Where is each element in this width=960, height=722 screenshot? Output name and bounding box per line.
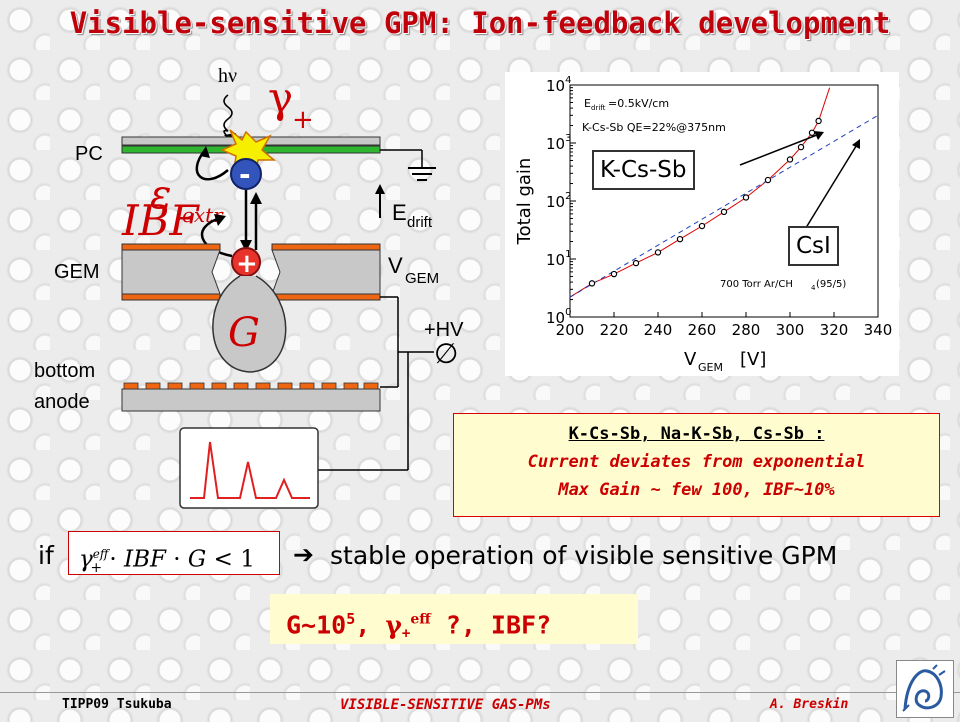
gem-foil-left: [121, 243, 221, 301]
svg-text:4: 4: [811, 284, 816, 292]
gain-symbol: G: [228, 310, 260, 356]
anode-plate: [121, 388, 381, 412]
edrift-sub: drift: [407, 214, 433, 231]
data-point: [815, 117, 822, 125]
svg-text:E: E: [584, 97, 591, 110]
data-point: [632, 259, 640, 267]
x-tick-label: 220: [600, 321, 629, 339]
anode-label-line1: bottom: [34, 360, 95, 382]
photon-label: hν: [218, 65, 237, 87]
svg-text:drift: drift: [591, 104, 606, 112]
condition-if-label: if: [38, 541, 54, 570]
x-tick-label: 340: [864, 321, 893, 339]
x-tick-label: 240: [644, 321, 673, 339]
data-point: [742, 194, 750, 201]
result-box: G~105, γ+eff ?, IBF?: [270, 594, 638, 644]
y-tick-label: 100: [546, 307, 571, 327]
ion-symbol: +: [236, 249, 258, 279]
annotation-edrift: E drift =0.5kV/cm: [584, 97, 669, 112]
vgem-label: V: [388, 253, 403, 278]
y-axis-ticks: 100 101 102 103 104: [546, 75, 576, 327]
gem-foil-right: [271, 243, 381, 301]
x-tick-label: 320: [820, 321, 849, 339]
callout-pointer-kcssb: [739, 132, 823, 166]
callout-pointer-csi: [803, 142, 859, 232]
footer-topic: VISIBLE-SENSITIVE GAS-PMs: [340, 697, 551, 713]
footer-divider: [0, 692, 960, 693]
data-point: [654, 249, 662, 256]
avalanche-drop: [212, 275, 287, 373]
slide-title: Visible-sensitive GPM: Ion-feedback deve…: [69, 6, 891, 40]
series-csi-fit-line: [569, 114, 879, 298]
hv-terminal-symbol: ∅: [434, 337, 458, 370]
backscatter-arrow: [195, 149, 229, 181]
hv-label: +HV: [424, 319, 464, 341]
svg-text:V: V: [684, 349, 697, 370]
vgem-sub: GEM: [405, 270, 439, 287]
annotation-qe: K-Cs-Sb QE=22%@375nm: [582, 121, 726, 134]
epsilon-symbol: ε: [150, 172, 171, 218]
gpm-schematic: hν γ + PC - ε extr IBF E drift GEM +: [34, 65, 464, 509]
stability-conclusion: stable operation of visible sensitive GP…: [330, 541, 838, 570]
y-tick-label: 103: [546, 133, 571, 153]
info-line-1: K-Cs-Sb, Na-K-Sb, Cs-Sb :: [568, 424, 825, 444]
electron-ball: [230, 158, 262, 190]
data-point: [676, 235, 684, 243]
photocathode-info-box: K-Cs-Sb, Na-K-Sb, Cs-Sb : Current deviat…: [453, 413, 940, 517]
anode-pads: [123, 382, 379, 390]
stability-formula: γeff+ · IBF · G < 1: [68, 531, 280, 576]
data-point: [764, 176, 772, 184]
svg-text:700 Torr Ar/CH: 700 Torr Ar/CH: [720, 279, 793, 290]
svg-text:[V]: [V]: [740, 349, 766, 370]
svg-text:(95/5): (95/5): [816, 279, 846, 290]
callout-csi: CsI: [788, 226, 839, 266]
data-point: [808, 129, 816, 136]
pc-label: PC: [75, 143, 103, 165]
gain-vs-vgem-chart: 200 220 240 260 280 300 320 340 100 101 102 103 104…: [514, 75, 893, 374]
x-axis-label: V GEM [V]: [684, 349, 766, 374]
x-tick-label: 300: [776, 321, 805, 339]
callout-kcssb: K-Cs-Sb: [592, 150, 695, 190]
gamma-plus-symbol: γ: [268, 73, 293, 122]
data-point: [786, 156, 794, 163]
x-tick-label: 260: [688, 321, 717, 339]
institute-logo: [896, 660, 954, 718]
data-point: [797, 143, 805, 151]
svg-text:GEM: GEM: [698, 361, 723, 374]
y-tick-label: 102: [546, 191, 571, 211]
y-axis-label: Total gain: [514, 158, 535, 246]
data-point: [588, 280, 596, 287]
implies-arrow-icon: ➔: [293, 541, 314, 569]
edrift-label: E: [392, 200, 407, 225]
gain-plot-panel: 200 220 240 260 280 300 320 340 100 101 102 103 104…: [505, 72, 899, 376]
series-kcssb-points: [588, 117, 822, 287]
x-axis-ticks: 200 220 240 260 280 300 320 340: [556, 312, 893, 339]
electron-symbol: -: [239, 158, 251, 191]
info-line-3: Max Gain ~ few 100, IBF~10%: [558, 480, 835, 500]
data-point: [610, 270, 618, 278]
x-tick-label: 200: [556, 321, 585, 339]
footer-conference: TIPP09 Tsukuba: [62, 697, 172, 712]
footer-author: A. Breskin: [770, 697, 849, 712]
photon-wave: [223, 94, 233, 138]
y-tick-label: 101: [546, 249, 571, 269]
anode-label-line2: anode: [34, 391, 90, 413]
data-point: [698, 222, 706, 230]
svg-text:=0.5kV/cm: =0.5kV/cm: [608, 97, 669, 110]
gem-label: GEM: [54, 261, 100, 283]
ion-feedback-arrow: [200, 216, 233, 258]
annotation-gas: 700 Torr Ar/CH 4 (95/5): [720, 279, 846, 292]
ibf-label: IBF: [121, 196, 200, 245]
y-tick-label: 104: [546, 75, 571, 95]
data-point: [720, 208, 728, 216]
gamma-plus-sub: +: [292, 105, 314, 135]
x-tick-label: 280: [732, 321, 761, 339]
info-line-2: Current deviates from exponential: [527, 452, 866, 472]
scope-signal: [190, 441, 310, 499]
